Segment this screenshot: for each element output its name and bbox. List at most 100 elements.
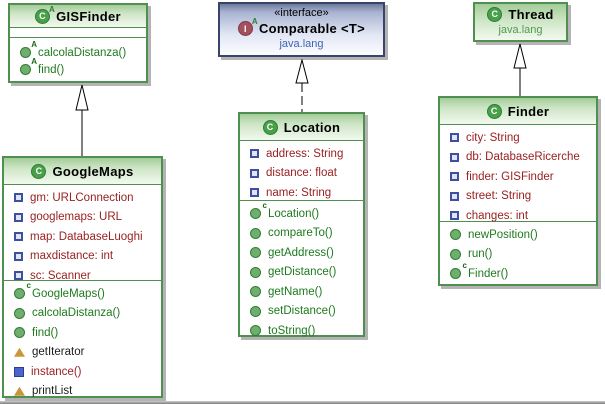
method-row[interactable]: run() [440,245,596,265]
method-label: compareTo() [268,227,333,240]
field-label: googlemaps: URL [30,211,123,224]
stereotype-label: «interface» [274,7,329,19]
class-icon: C [487,6,503,22]
field-row[interactable]: name: String [240,183,363,203]
constructor-marker: c [262,201,267,211]
field-row[interactable]: sc: Scanner [4,266,161,286]
package-label: java.lang [498,24,543,36]
field-row[interactable]: distance: float [240,164,363,184]
method-triangle-icon [14,347,25,357]
class-box-finder[interactable]: C Finder city: String db: DatabaseRicerc… [438,96,598,286]
method-icon [14,307,25,319]
field-row[interactable]: db: DatabaseRicerche [440,148,596,168]
class-box-thread[interactable]: C Thread java.lang [473,2,568,42]
method-row[interactable]: getName() [240,282,363,302]
method-row[interactable]: A calcolaDistanza() [10,40,146,61]
interface-icon: I A [237,17,258,36]
method-label: find() [38,63,65,76]
method-row[interactable]: c GoogleMaps() [4,281,161,304]
field-label: map: DatabaseLuoghi [30,230,143,243]
class-icon: C [486,103,502,119]
field-row[interactable]: changes: int [440,206,596,226]
method-label: calcolaDistanza() [32,307,121,320]
abstract-method-icon: A [20,57,37,75]
method-row[interactable]: printList [4,382,161,402]
interface-box-comparable[interactable]: «interface» I A Comparable <T> java.lang [218,2,385,57]
class-title: Location [283,119,341,135]
field-row[interactable]: googlemaps: URL [4,208,161,228]
abstract-marker: A [31,40,37,49]
field-square-icon [14,232,23,242]
field-square-icon [14,251,23,261]
method-row[interactable]: newPosition() [440,225,596,245]
class-box-gisfinder[interactable]: C A GISFinder A calcolaDistanza() A find… [8,3,148,83]
method-row[interactable]: getIterator [4,343,161,363]
abstract-marker: A [31,57,37,66]
method-row[interactable]: c Location() [240,201,363,224]
field-square-icon [250,188,259,198]
generalization-arrow-googlemaps-gisfinder[interactable] [74,84,90,156]
method-row[interactable]: getAddress() [240,243,363,263]
method-icon [250,286,261,298]
constructor-marker: c [26,281,31,291]
field-row[interactable]: address: String [240,144,363,164]
field-label: maxdistance: int [30,250,114,263]
methods-compartment: A calcolaDistanza() A find() [10,37,146,81]
method-label: GoogleMaps() [32,287,105,300]
class-icon-letter: C [491,9,499,19]
class-box-location[interactable]: C Location address: String distance: flo… [238,112,365,337]
field-row[interactable]: gm: URLConnection [4,188,161,208]
field-label: finder: GISFinder [466,170,554,183]
field-square-icon [14,193,23,203]
method-row[interactable]: getDistance() [240,263,363,283]
method-row[interactable]: setDistance() [240,302,363,322]
realization-arrow-location-comparable[interactable] [294,59,310,112]
generalization-arrow-finder-thread[interactable] [512,43,528,96]
fields-compartment: address: String distance: float name: St… [240,140,363,200]
constructor-icon: c [450,261,467,280]
method-row[interactable]: A find() [10,57,146,78]
method-icon [450,229,461,241]
class-header-gisfinder: C A GISFinder [10,5,146,27]
field-label: db: DatabaseRicerche [466,151,580,164]
class-icon-letter: C [39,11,46,21]
methods-compartment: c Location() compareTo() getAddress() ge… [240,200,363,337]
field-row[interactable]: map: DatabaseLuoghi [4,227,161,247]
method-label: toString() [268,324,316,337]
fields-compartment: gm: URLConnection googlemaps: URL map: D… [4,184,161,282]
method-row[interactable]: c Finder() [440,261,596,284]
method-row[interactable]: calcolaDistanza() [4,304,161,324]
abstract-method-icon: A [20,40,37,58]
field-square-icon [450,172,459,182]
class-title: GoogleMaps [52,163,134,179]
field-row[interactable]: city: String [440,128,596,148]
class-box-googlemaps[interactable]: C GoogleMaps gm: URLConnection googlemap… [2,156,163,398]
method-triangle-icon [14,386,25,396]
abstract-marker: A [251,17,258,26]
fields-compartment: city: String db: DatabaseRicerche finder… [440,124,596,222]
field-row[interactable]: maxdistance: int [4,247,161,267]
method-row[interactable]: find() [4,323,161,343]
package-label: java.lang [279,38,324,50]
field-square-icon [450,152,459,162]
field-row[interactable]: finder: GISFinder [440,167,596,187]
class-header-googlemaps: C GoogleMaps [4,158,161,184]
class-title: Finder [507,103,550,119]
method-label: Finder() [468,267,509,280]
method-label: newPosition() [468,228,538,241]
class-title: Thread [508,6,554,22]
method-label: printList [32,385,73,398]
field-label: name: String [266,186,332,199]
field-square-icon [250,149,259,159]
field-row[interactable]: street: String [440,187,596,207]
method-row[interactable]: compareTo() [240,224,363,244]
class-title: GISFinder [56,8,121,24]
method-row[interactable]: toString() [240,321,363,341]
class-icon-letter: C [266,122,274,132]
field-square-icon [450,211,459,221]
method-label: setDistance() [268,305,336,318]
class-header-finder: C Finder [440,98,596,124]
method-row[interactable]: instance() [4,362,161,382]
method-icon [450,248,461,260]
